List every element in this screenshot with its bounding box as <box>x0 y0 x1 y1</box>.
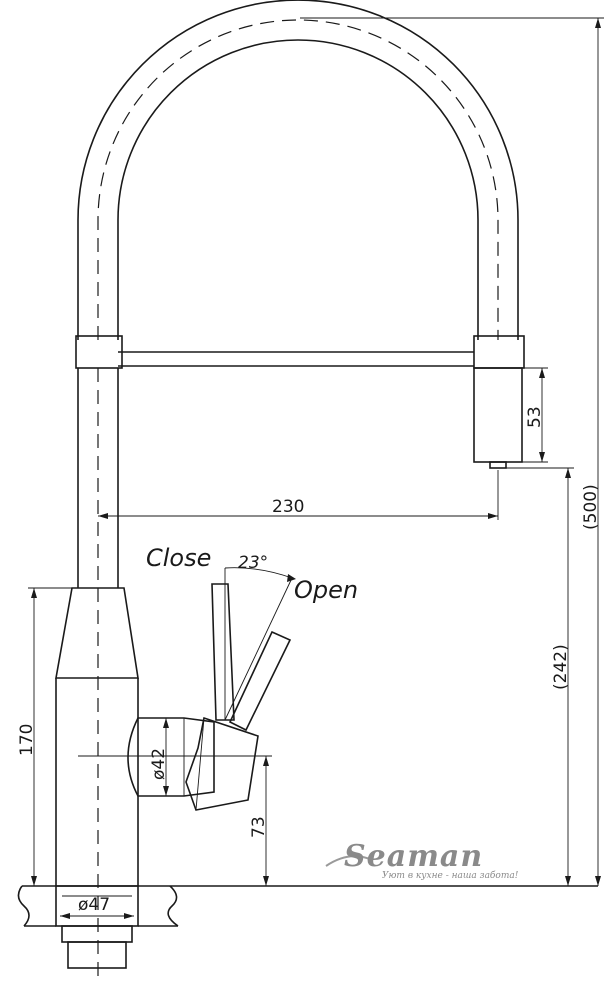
angle-arrow <box>287 574 296 582</box>
mounting-shank <box>55 885 139 969</box>
spout-collars <box>75 335 525 369</box>
dim-reach-230 <box>98 470 499 520</box>
dim-outlet-242 <box>506 467 574 886</box>
angle-arc <box>224 567 293 579</box>
dim-label-total-height: (500) <box>581 484 601 530</box>
brand-logo-text: Seaman <box>344 839 483 874</box>
dim-label-reach: 230 <box>272 497 304 517</box>
lever-closed <box>211 568 235 721</box>
brand-logo: Seaman Уют в кухне - наша забота! <box>325 839 519 881</box>
dim-diameter-47 <box>60 913 134 919</box>
label-angle: 23° <box>238 553 268 573</box>
dim-spout-53 <box>506 367 548 463</box>
spray-head <box>473 367 523 469</box>
dim-handle-73 <box>214 755 272 886</box>
label-close: Close <box>146 544 211 572</box>
body-tube <box>77 368 119 980</box>
dim-label-body-height: 170 <box>17 724 37 756</box>
dim-body-170 <box>28 587 72 886</box>
lever-open <box>224 577 293 732</box>
gooseneck-spout <box>77 0 519 340</box>
dim-label-spout-height: 53 <box>525 406 545 428</box>
cartridge-block <box>185 716 259 811</box>
faucet-body <box>55 587 139 886</box>
dim-diameter-42 <box>163 718 169 796</box>
dim-label-outlet-height: (242) <box>551 644 571 690</box>
dim-total-500 <box>300 17 604 886</box>
dim-label-base-diameter: ø47 <box>78 895 110 915</box>
lever-housing <box>78 717 215 797</box>
dim-label-handle-height: 73 <box>249 816 269 838</box>
dim-label-body-diameter: ø42 <box>149 748 169 780</box>
brand-slogan: Уют в кухне - наша забота! <box>382 870 519 881</box>
label-open: Open <box>294 576 358 604</box>
